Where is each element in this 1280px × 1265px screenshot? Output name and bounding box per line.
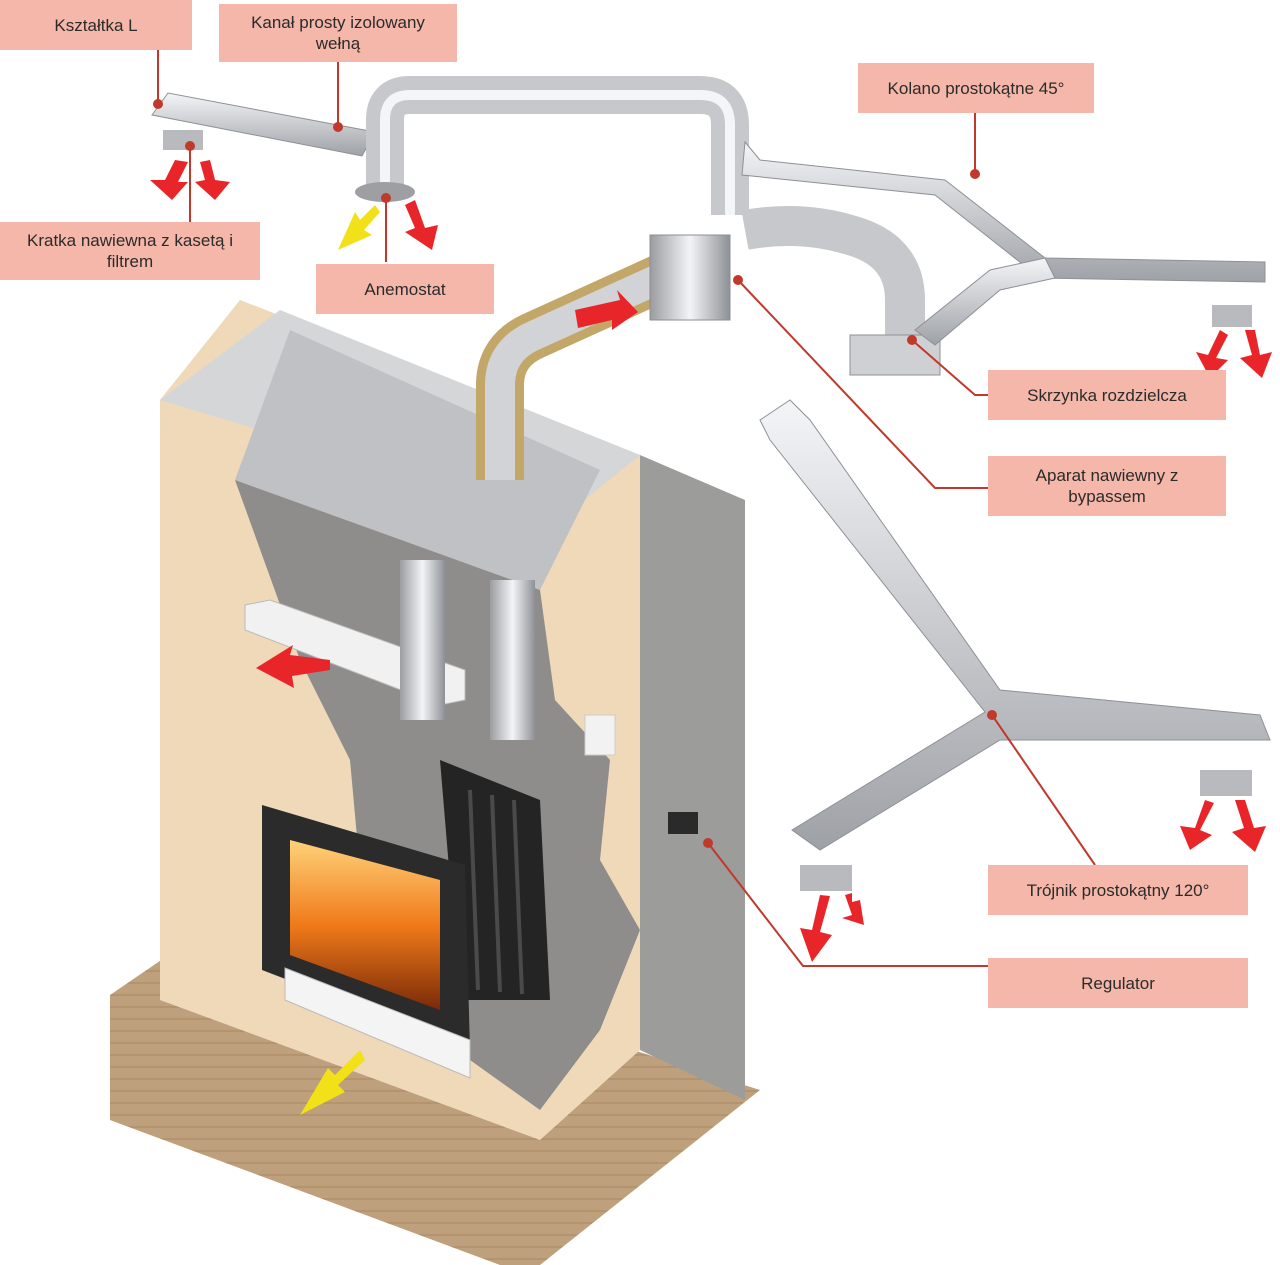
exchanger bbox=[400, 560, 445, 720]
label-skrzynka: Skrzynka rozdzielcza bbox=[988, 370, 1226, 420]
label-regulator: Regulator bbox=[988, 958, 1248, 1008]
fireplace-ribs bbox=[468, 789, 524, 995]
distribution-box bbox=[849, 334, 941, 376]
regulator-panel bbox=[668, 812, 698, 834]
diffuser-upper-right bbox=[1212, 305, 1252, 327]
duct-upper-right bbox=[741, 140, 1266, 283]
round-duct-upper bbox=[366, 76, 749, 215]
diffuser-lower-left bbox=[800, 865, 852, 891]
label-ksztaltka-l: Kształtka L bbox=[0, 0, 192, 50]
label-trojnik: Trójnik prostokątny 120° bbox=[988, 865, 1248, 915]
warm-air-arrows bbox=[150, 160, 1272, 962]
duct-upper-right-branch bbox=[914, 257, 1056, 346]
diffuser-left bbox=[163, 130, 203, 150]
anemostat-disc bbox=[355, 182, 415, 202]
duct-lower-right bbox=[759, 399, 1271, 851]
leader-lines bbox=[157, 50, 1096, 967]
intake-grille bbox=[284, 967, 471, 1079]
leader-dots bbox=[153, 99, 997, 848]
diffuser-lower-right bbox=[1200, 770, 1252, 796]
flue-pipe bbox=[490, 580, 535, 740]
round-duct-right bbox=[741, 206, 925, 350]
label-kratka: Kratka nawiewna z kasetą i filtrem bbox=[0, 222, 260, 280]
hood-inner bbox=[235, 330, 600, 590]
fireplace-glass bbox=[290, 840, 440, 1010]
wall-outlet bbox=[584, 714, 616, 756]
wall-right-side bbox=[640, 455, 745, 1100]
label-aparat: Aparat nawiewny z bypassem bbox=[988, 456, 1226, 516]
label-kolano: Kolano prostokątne 45° bbox=[858, 63, 1094, 113]
supply-unit bbox=[649, 234, 731, 321]
cold-air-arrows bbox=[300, 205, 380, 1115]
label-kanal-prosty: Kanał prosty izolowany wełną bbox=[219, 4, 457, 62]
label-anemostat: Anemostat bbox=[316, 264, 494, 314]
